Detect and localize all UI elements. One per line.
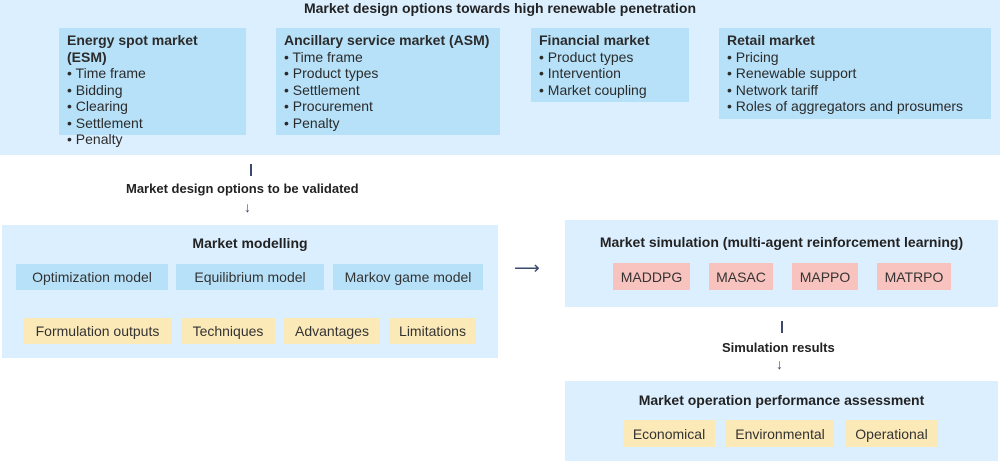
assessment-panel: Market operation performance assessment … [565, 381, 998, 461]
model-chip: Optimization model [16, 264, 168, 290]
criterion-chip: Environmental [726, 420, 834, 447]
asm-box: Ancillary service market (ASM) Time fram… [276, 28, 500, 135]
assessment-title: Market operation performance assessment [638, 392, 925, 408]
list-item: Market coupling [539, 82, 681, 99]
aspect-chip: Techniques [181, 318, 275, 344]
esm-title: Energy spot market (ESM) [67, 32, 198, 65]
arrow-right-icon: ⟶ [514, 258, 540, 278]
model-chip: Markov game model [333, 264, 483, 290]
list-item: Renewable support [727, 65, 983, 82]
list-item: Product types [284, 65, 492, 82]
arrow-line [250, 164, 252, 176]
list-item: Product types [539, 49, 681, 66]
list-item: Procurement [284, 98, 492, 115]
aspect-chip: Formulation outputs [23, 318, 172, 344]
list-item: Settlement [67, 115, 238, 132]
algorithm-chip: MAPPO [792, 263, 858, 290]
simulation-title: Market simulation (multi-agent reinforce… [599, 234, 964, 250]
simulation-panel: Market simulation (multi-agent reinforce… [565, 220, 998, 307]
aspect-chip: Limitations [389, 318, 476, 344]
list-item: Roles of aggregators and prosumers [727, 98, 983, 115]
arrow-line [781, 321, 783, 333]
list-item: Time frame [284, 49, 492, 66]
list-item: Settlement [284, 82, 492, 99]
algorithm-chip: MADDPG [613, 263, 690, 290]
list-item: Network tariff [727, 82, 983, 99]
list-item: Penalty [67, 131, 238, 148]
design-options-panel: Market design options towards high renew… [0, 0, 1000, 155]
model-chip: Equilibrium model [176, 264, 324, 290]
financial-title: Financial market [539, 32, 650, 48]
design-options-title: Market design options towards high renew… [303, 0, 697, 16]
list-item: Time frame [67, 65, 238, 82]
criterion-chip: Economical [623, 420, 715, 447]
financial-box: Financial market Product typesInterventi… [531, 28, 689, 102]
arrow2-label: Simulation results [722, 340, 835, 355]
algorithm-chip: MASAC [709, 263, 773, 290]
aspect-chip: Advantages [284, 318, 380, 344]
asm-title: Ancillary service market (ASM) [284, 32, 490, 48]
list-item: Pricing [727, 49, 983, 66]
modelling-title: Market modelling [192, 235, 308, 251]
list-item: Bidding [67, 82, 238, 99]
list-item: Clearing [67, 98, 238, 115]
list-item: Intervention [539, 65, 681, 82]
arrow-down-icon: ↓ [244, 199, 251, 215]
list-item: Penalty [284, 115, 492, 132]
modelling-panel: Market modelling Optimization model Equi… [2, 225, 498, 358]
retail-title: Retail market [727, 32, 815, 48]
esm-box: Energy spot market (ESM) Time frameBiddi… [59, 28, 246, 147]
retail-box: Retail market PricingRenewable supportNe… [719, 28, 991, 119]
algorithm-chip: MATRPO [877, 263, 951, 290]
arrow1-label: Market design options to be validated [126, 181, 359, 196]
arrow-down-icon: ↓ [776, 356, 783, 372]
criterion-chip: Operational [845, 420, 938, 447]
